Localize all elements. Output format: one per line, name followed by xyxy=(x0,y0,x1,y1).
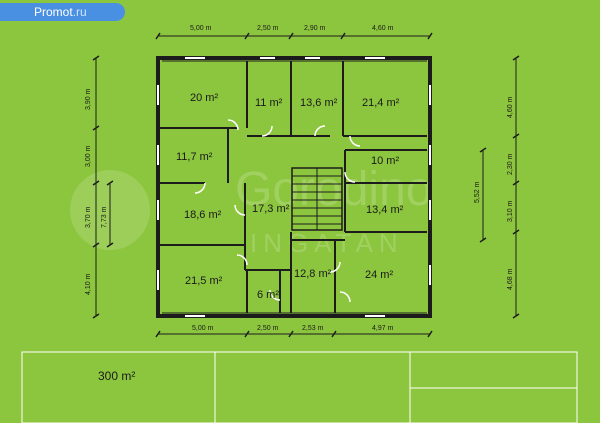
dimension-label: 4,97 m xyxy=(372,325,394,332)
room-area-label: 18,6 m² xyxy=(184,209,222,221)
room-area-label: 13,4 m² xyxy=(366,204,404,216)
door-arc-icon xyxy=(344,171,356,183)
dimension-label: 2,53 m xyxy=(302,325,324,332)
dimension-label: 5,52 m xyxy=(474,181,481,203)
watermark-main: Gorodino xyxy=(235,163,432,216)
room-area-label: 11 m² xyxy=(255,97,283,109)
dimension-top: 5,00 m 2,50 m 2,90 m 4,60 m xyxy=(155,25,433,40)
badge-tld: .ru xyxy=(72,5,87,19)
staircase-icon xyxy=(291,167,343,231)
dimension-label: 7,73 m xyxy=(101,206,108,228)
door-arc-icon xyxy=(227,119,239,131)
dimension-bottom: 5,00 m 2,50 m 2,53 m 4,97 m xyxy=(155,325,433,338)
badge-name: Promot xyxy=(34,5,73,19)
dimension-label: 5,00 m xyxy=(192,325,214,332)
door-arc-icon xyxy=(261,125,273,137)
dimension-label: 2,30 m xyxy=(507,153,514,175)
room-area-label: 12,8 m² xyxy=(294,268,332,280)
dimension-label: 3,00 m xyxy=(85,145,92,167)
dimension-label: 3,90 m xyxy=(85,88,92,110)
dimension-label: 5,00 m xyxy=(190,25,212,32)
outer-walls xyxy=(156,56,432,318)
room-area-label: 17,3 m² xyxy=(252,203,290,215)
door-arc-icon xyxy=(339,291,351,303)
room-area-label: 10 m² xyxy=(371,155,399,167)
title-block xyxy=(21,351,578,423)
door-arc-icon xyxy=(234,204,246,216)
door-arc-icon xyxy=(194,182,206,194)
room-area-label: 21,4 m² xyxy=(362,97,400,109)
total-area-label: 300 m² xyxy=(98,369,135,383)
source-badge[interactable]: Promot.ru xyxy=(0,3,125,21)
dimension-label: 2,50 m xyxy=(257,25,279,32)
room-area-label: 20 m² xyxy=(190,92,218,104)
door-arc-icon xyxy=(236,254,248,266)
interior-walls xyxy=(160,61,427,313)
dimension-label: 4,10 m xyxy=(85,273,92,295)
dimension-label: 3,70 m xyxy=(85,206,92,228)
doors xyxy=(194,119,361,303)
dimension-label: 2,90 m xyxy=(304,25,326,32)
dimension-label: 4,60 m xyxy=(507,96,514,118)
dimension-left-inner: 7,73 m xyxy=(101,180,114,248)
dimension-label: 3,10 m xyxy=(507,200,514,222)
dimension-label: 4,60 m xyxy=(372,25,394,32)
windows xyxy=(157,57,431,317)
room-area-label: 6 m² xyxy=(257,289,279,301)
room-area-label: 13,6 m² xyxy=(300,97,338,109)
room-labels: 20 m² 11 m² 13,6 m² 21,4 m² 11,7 m² 10 m… xyxy=(176,92,404,301)
door-arc-icon xyxy=(349,135,361,147)
door-arc-icon xyxy=(269,289,281,301)
dimension-right-outer: 4,60 m 2,30 m 3,10 m 4,68 m xyxy=(507,55,520,319)
room-area-label: 21,5 m² xyxy=(185,275,223,287)
dimension-label: 4,68 m xyxy=(507,268,514,290)
room-area-label: 11,7 m² xyxy=(176,151,213,163)
dimension-left-outer: 3,90 m 3,00 m 3,70 m 4,10 m xyxy=(85,55,100,319)
dimension-right-inner: 5,52 m xyxy=(474,147,487,243)
room-area-label: 24 m² xyxy=(365,269,393,281)
dimension-label: 2,50 m xyxy=(257,325,279,332)
door-arc-icon xyxy=(314,125,326,137)
door-arc-icon xyxy=(329,261,341,273)
